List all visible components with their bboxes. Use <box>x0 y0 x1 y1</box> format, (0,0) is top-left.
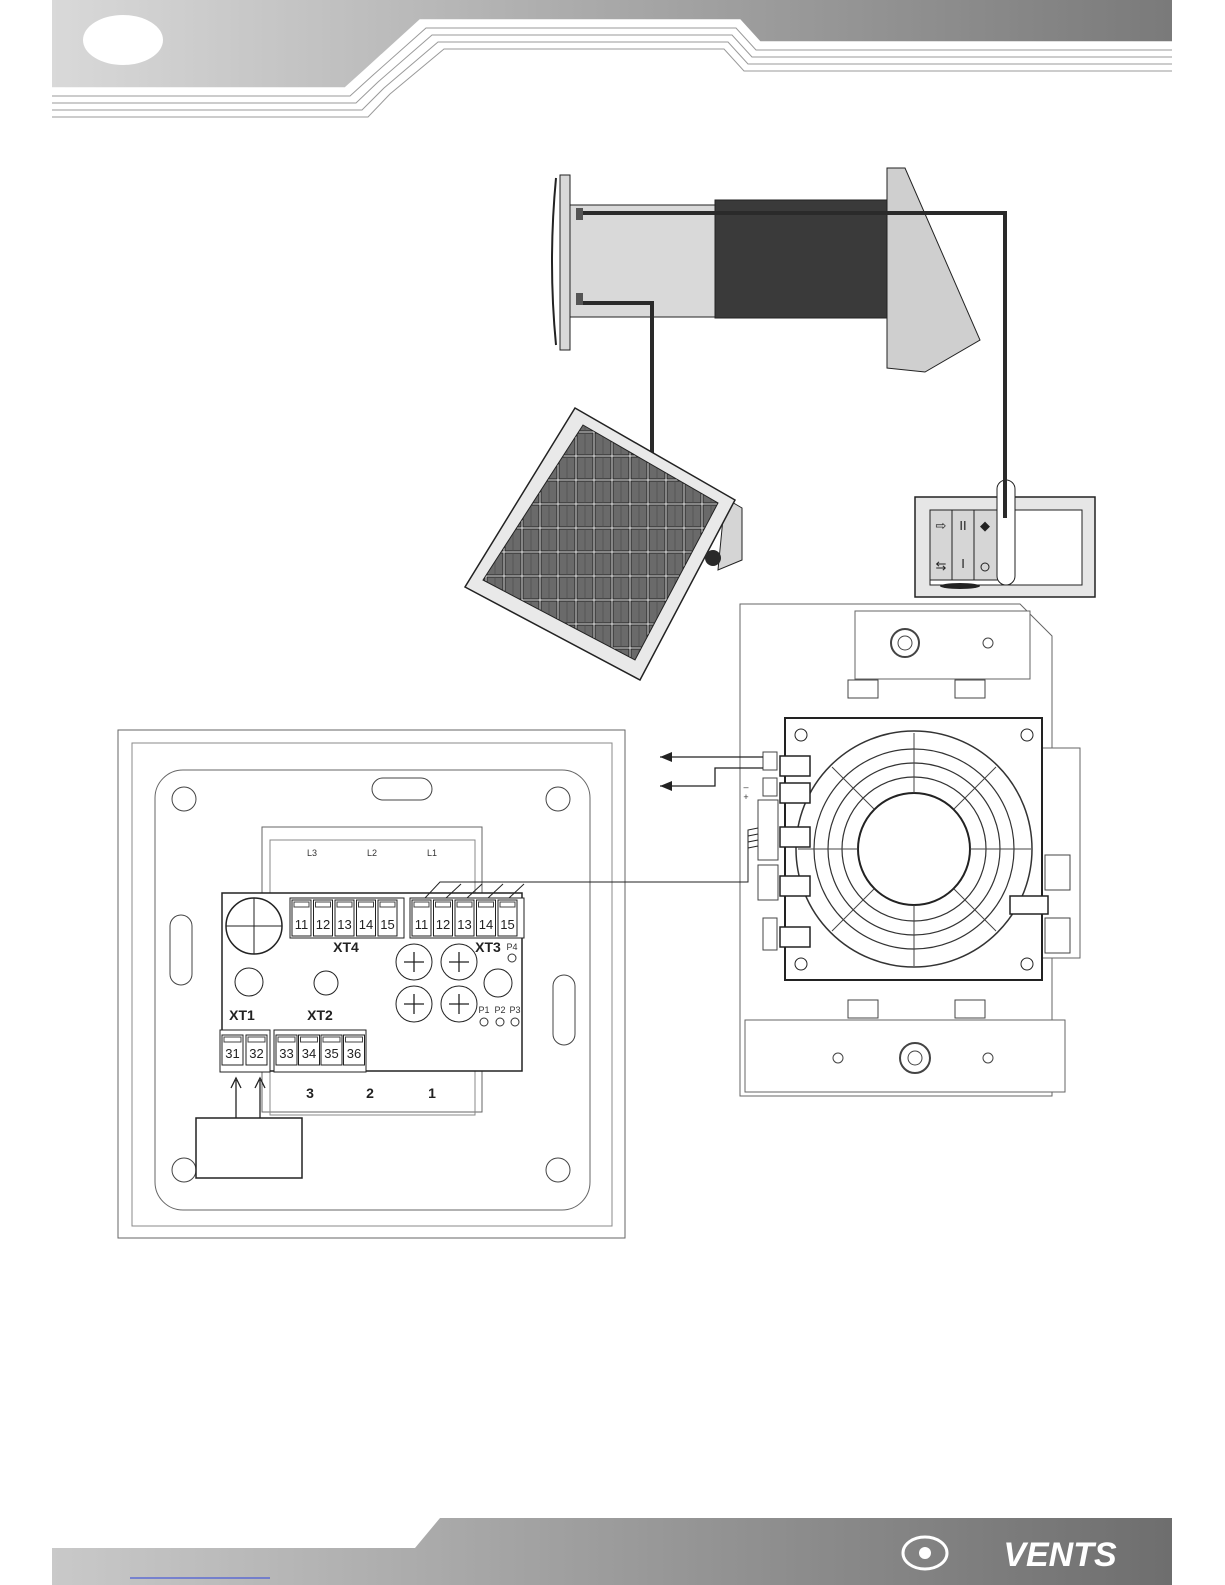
trimmer-icon <box>235 968 263 996</box>
indicator-p2: P2 <box>494 1005 505 1015</box>
terminal-number-xt3-13: 13 <box>457 917 471 932</box>
polarity-minus: – <box>743 782 748 792</box>
terminal-clamp <box>301 1037 318 1042</box>
terminal-clamp <box>436 902 451 907</box>
switch-symbol-i: I <box>961 556 965 571</box>
lamp-label-l1: L1 <box>427 848 437 858</box>
lamp-label-l3: L3 <box>307 848 317 858</box>
page-number-badge <box>83 15 163 65</box>
terminal-number-xt4-15: 15 <box>380 917 394 932</box>
ventilator-unit <box>552 168 1005 460</box>
external-sensor-box <box>196 1118 302 1178</box>
led-indicator <box>314 971 338 995</box>
arrow-left-icon <box>660 781 672 791</box>
terminal-clamp <box>316 902 331 907</box>
arrow-left-icon <box>660 752 672 762</box>
corner-screw-icon <box>795 729 807 741</box>
terminal-number-xt2-36: 36 <box>347 1046 361 1061</box>
polarity-plus: + <box>743 792 748 802</box>
terminal-clamp <box>346 1037 363 1042</box>
terminal-clamp <box>479 902 494 907</box>
controller-box: L3 L2 L1 XT4 XT3 P4 P1 P2 P3 XT1 <box>118 730 625 1238</box>
terminal-clamp <box>337 902 352 907</box>
fan-hub <box>858 793 970 905</box>
terminal-clamp <box>359 902 374 907</box>
terminal-clamp <box>457 902 472 907</box>
xt4-label: XT4 <box>333 939 359 955</box>
terminal-number-xt3-11: 11 <box>415 917 429 932</box>
arrows-swap-icon: ⇆ <box>936 558 947 573</box>
xt3-label: XT3 <box>475 939 501 955</box>
terminal-clamp <box>414 902 429 907</box>
page-header-band <box>52 0 1172 117</box>
trimmer-icon <box>484 969 512 997</box>
speed-label-1: 1 <box>428 1085 436 1101</box>
page-footer-band: VENTS <box>52 1518 1172 1585</box>
speed-label-2: 2 <box>366 1085 374 1101</box>
terminal-number-xt3-12: 12 <box>436 917 450 932</box>
terminal-clamp <box>248 1037 265 1042</box>
xt1-label: XT1 <box>229 1007 255 1023</box>
wall-switch: II I ⇨ ⇆ ◆ <box>915 460 1095 597</box>
terminal-number-xt2-33: 33 <box>279 1046 293 1061</box>
corner-screw-icon <box>795 958 807 970</box>
xt2-label: XT2 <box>307 1007 333 1023</box>
terminal-number-xt4-12: 12 <box>316 917 330 932</box>
terminal-clamp <box>278 1037 295 1042</box>
terminal-clamp <box>323 1037 340 1042</box>
terminal-number-xt3-14: 14 <box>479 917 493 932</box>
terminal-number-xt2-35: 35 <box>324 1046 338 1061</box>
terminal-number-xt3-15: 15 <box>500 917 514 932</box>
lamp-label-l2: L2 <box>367 848 377 858</box>
terminal-number-xt4-11: 11 <box>295 917 309 932</box>
indicator-p1: P1 <box>478 1005 489 1015</box>
terminal-number-xt4-14: 14 <box>359 917 373 932</box>
corner-screw-icon <box>1021 958 1033 970</box>
terminal-clamp <box>380 902 395 907</box>
speed-label-3: 3 <box>306 1085 314 1101</box>
terminal-clamp <box>500 902 515 907</box>
terminal-number-xt1-31: 31 <box>225 1046 239 1061</box>
terminal-clamp <box>294 902 309 907</box>
terminal-clamp <box>224 1037 241 1042</box>
indicator-p3: P3 <box>509 1005 520 1015</box>
corner-screw-icon <box>1021 729 1033 741</box>
solar-panel <box>465 408 742 680</box>
switch-symbol-ii: II <box>959 518 966 533</box>
terminal-number-xt1-32: 32 <box>249 1046 263 1061</box>
terminal-number-xt4-13: 13 <box>337 917 351 932</box>
brand-name: VENTS <box>1003 1536 1117 1574</box>
arrow-right-icon: ⇨ <box>936 518 947 533</box>
indicator-p4: P4 <box>506 942 517 952</box>
terminal-number-xt2-34: 34 <box>302 1046 316 1061</box>
diamond-icon: ◆ <box>980 518 990 533</box>
